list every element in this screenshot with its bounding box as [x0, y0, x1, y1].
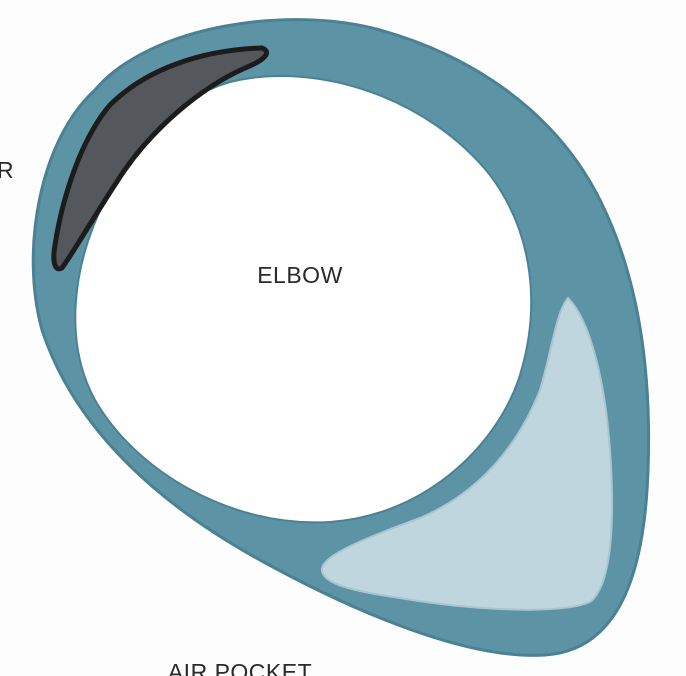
label-air-pocket: AIR POCKET — [168, 659, 312, 676]
label-elbow: ELBOW — [257, 262, 343, 288]
label-left-partial: R — [0, 157, 14, 183]
